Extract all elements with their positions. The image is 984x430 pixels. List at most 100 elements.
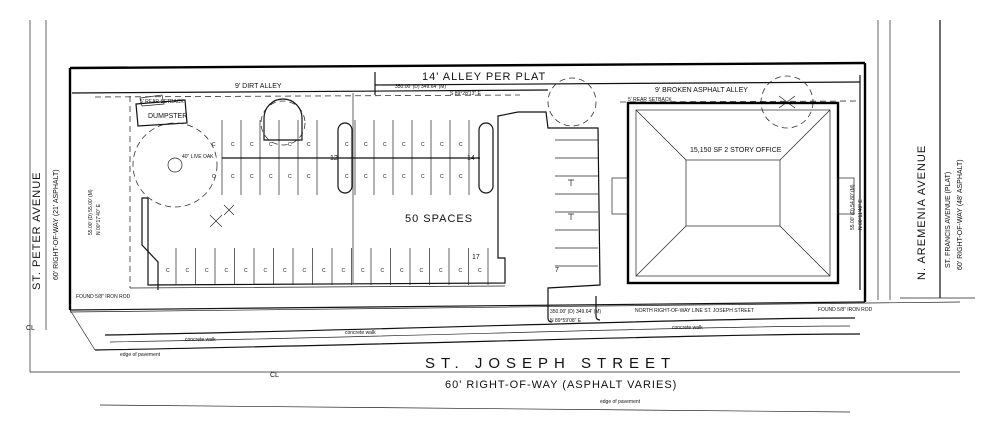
sidewalk-label-1: concrete walk [345, 330, 376, 336]
compact-stall-mark: C [212, 142, 216, 148]
compact-stall-mark: C [322, 268, 326, 274]
rear-setback-east-label: 5' REAR SETBACK [628, 97, 672, 103]
compact-stall-mark: C [364, 174, 368, 180]
sidewalk-label-2: concrete walk [672, 325, 703, 331]
compact-stall-mark: C [439, 268, 443, 274]
compact-stall-mark: C [288, 174, 292, 180]
west-dim-label: 55.00' (D) 55.00' (M) [88, 189, 94, 235]
property-boundary [68, 61, 867, 311]
sidewalk [69, 296, 861, 351]
sidewalk-label-3: concrete walk [185, 337, 216, 343]
compact-stall-mark: C [440, 142, 444, 148]
stall-count-17: 17 [472, 254, 480, 261]
compact-stall-mark: C [212, 174, 216, 180]
dumpster-label: DUMPSTER [148, 113, 187, 120]
tree-canopy-north [547, 77, 597, 127]
centerline-symbol-south: CL [270, 372, 279, 379]
road-linework [29, 20, 975, 413]
stall-count-12: 12 [330, 155, 338, 162]
south-row-line-label: NORTH RIGHT-OF-WAY LINE ST. JOSEPH STREE… [635, 308, 754, 314]
parking-lot-outline [129, 93, 601, 300]
north-bearing2-label: S 89°28'13" E [450, 91, 482, 97]
dirt-alley-label: 9' DIRT ALLEY [235, 83, 282, 90]
tree-x-mark-1 [209, 214, 223, 228]
east-dim2-label: N 00°11'40" E [858, 199, 864, 230]
office-building: 15,150 SF 2 STORY OFFICE [611, 101, 855, 285]
stall-count-14: 14 [467, 155, 475, 162]
tree-trunk-west [167, 157, 183, 173]
rear-setback-west-label: 5' REAR SETBACK [140, 99, 184, 105]
handicap-sign-icon [568, 179, 574, 186]
compact-stall-mark: C [383, 174, 387, 180]
compact-stall-mark: C [307, 142, 311, 148]
st-joseph-street-label: ST. JOSEPH STREET [425, 355, 676, 372]
compact-stall-mark: C [345, 174, 349, 180]
compact-stall-mark: C [420, 268, 424, 274]
tree-note-label: 40" LIVE OAK [182, 154, 214, 160]
pavement-label-1: edge of pavement [120, 352, 161, 358]
tree-canopy-west [132, 122, 218, 208]
compact-stall-mark: C [459, 174, 463, 180]
compact-stall-mark: C [244, 268, 248, 274]
armenia-label: N. AREMENIA AVENUE [916, 145, 928, 280]
compact-stall-mark: C [166, 268, 170, 274]
tree-canopy-island [260, 100, 306, 146]
compact-stall-mark: C [342, 268, 346, 274]
compact-stall-mark: C [264, 268, 268, 274]
compact-stall-mark: C [364, 142, 368, 148]
compact-stall-mark: C [205, 268, 209, 274]
compact-stall-mark: C [421, 142, 425, 148]
compact-stall-mark: C [231, 142, 235, 148]
compact-stall-mark: C [361, 268, 365, 274]
pavement-label-2: edge of pavement [600, 399, 641, 405]
centerline-symbol-west: CL [26, 325, 35, 332]
parking-islands [222, 98, 494, 194]
compact-stall-mark: C [402, 174, 406, 180]
compact-stall-mark: C [381, 268, 385, 274]
west-dim2-label: N 00°17'40" E [96, 203, 102, 235]
st-peter-label: ST. PETER AVENUE [31, 172, 43, 291]
compact-stall-mark: C [250, 174, 254, 180]
stall-count-7: 7 [555, 267, 559, 274]
south-bearing2-label: N 89°59'08" E [550, 318, 582, 324]
compact-stall-mark: C [231, 174, 235, 180]
compact-stall-mark: C [303, 268, 307, 274]
building-west-stalls [555, 139, 598, 267]
compact-stall-mark: C [459, 142, 463, 148]
dumpster-enclosure: DUMPSTER [135, 94, 188, 127]
building-label: 15,150 SF 2 STORY OFFICE [690, 147, 782, 154]
st-francis-row-label: 60' RIGHT-OF-WAY (48' ASPHALT) [957, 159, 964, 270]
compact-stall-mark: C [307, 174, 311, 180]
compact-stall-mark: C [225, 268, 229, 274]
landscape-island-east [478, 122, 494, 194]
compact-stall-mark: C [283, 268, 287, 274]
south-bearing-label: 350.00' (D) 349.64' (M) [550, 309, 601, 315]
landscape-island-top [263, 98, 303, 141]
compact-stall-mark: C [421, 174, 425, 180]
tree-x-mark-2 [223, 204, 235, 216]
compact-stall-mark: C [288, 142, 292, 148]
alley-label: 14' ALLEY PER PLAT [422, 71, 546, 83]
handicap-sign-icon [568, 213, 574, 220]
compact-stall-mark: C [402, 142, 406, 148]
compact-stall-mark: C [269, 142, 273, 148]
compact-stall-mark: C [345, 142, 349, 148]
spaces-label: 50 SPACES [405, 213, 473, 225]
compact-stall-mark: C [250, 142, 254, 148]
compact-stall-mark: C [186, 268, 190, 274]
north-bearing-label: 350.00' (D) 349.64' (M) [395, 84, 446, 90]
compact-stall-mark: C [459, 268, 463, 274]
found-east-label: FOUND 5/8" IRON ROD [818, 307, 873, 313]
compact-stall-mark: C [440, 174, 444, 180]
compact-stall-mark: C [269, 174, 273, 180]
broken-alley-label: 9' BROKEN ASPHALT ALLEY [655, 87, 748, 94]
east-dim-label: 55.00' (D) 54.80' (M) [850, 184, 856, 230]
found-west-label: FOUND 5/8" IRON ROD [76, 294, 131, 300]
compact-stall-mark: C [478, 268, 482, 274]
building-footprint [626, 101, 840, 285]
st-joseph-row-label: 60' RIGHT-OF-WAY (ASPHALT VARIES) [445, 379, 677, 391]
parking-stalls: C C C C C C C C C C C C C C C C C C C C C C C C C C C C C C C C C C C C C C C C… [166, 120, 489, 285]
st-francis-label: ST. FRANCIS AVENUE (PLAT) [945, 172, 952, 268]
st-peter-row-label: 60' RIGHT-OF-WAY (21' ASPHALT) [53, 169, 60, 280]
